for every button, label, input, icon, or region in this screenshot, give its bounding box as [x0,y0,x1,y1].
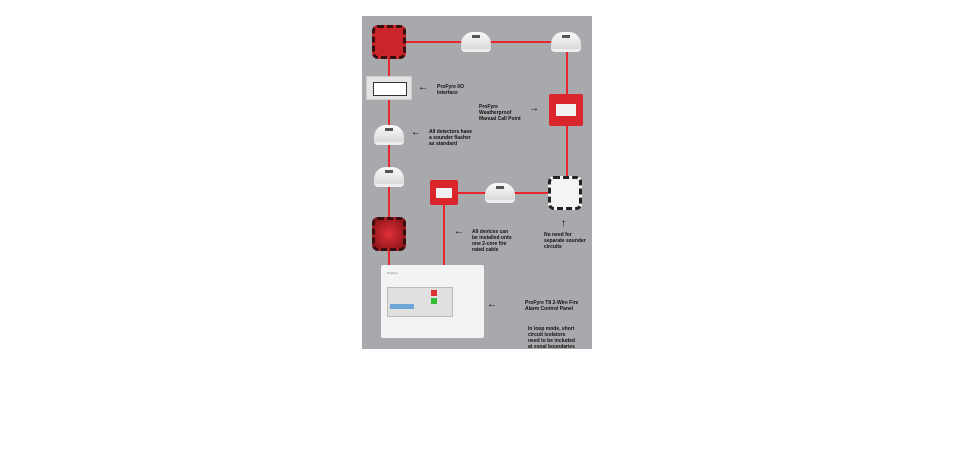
detector [461,32,491,52]
detector [374,167,404,187]
arrow-left-icon: ← [418,82,428,93]
detector [485,183,515,203]
label-detectors: All detectors have a sounder flasher as … [429,129,473,147]
weatherproof-call-point [549,94,583,126]
manual-call-point [430,180,458,205]
arrow-left-icon: ← [487,299,497,310]
control-panel: ProFyre [381,265,484,338]
io-interface [366,76,412,100]
red-sounder [372,25,406,59]
label-cable: All devices can be installed onto one 2-… [472,229,512,253]
label-loop-mode: In loop mode, short circuit isolators ne… [528,326,575,350]
red-beacon [372,217,406,251]
arrow-right-icon: → [529,103,539,114]
wire-panel [443,193,445,266]
label-weatherproof-mcp: ProFyre Weatherproof Manual Call Point [479,104,521,122]
weatherproof-sounder [548,176,582,210]
label-io-interface: ProFyre I/O Interface [437,84,464,96]
label-sounder-circuits: No need for separate sounder circuits [544,232,586,250]
wire-left [388,42,390,266]
detector [551,32,581,52]
arrow-left-icon: ← [411,127,421,138]
detector [374,125,404,145]
panel-brand: ProFyre [387,271,398,275]
arrow-up-icon: ↑ [561,218,566,229]
arrow-left-icon: ← [454,226,464,237]
label-panel: ProFyre T8 2-Wire Fire Alarm Control Pan… [525,300,579,312]
